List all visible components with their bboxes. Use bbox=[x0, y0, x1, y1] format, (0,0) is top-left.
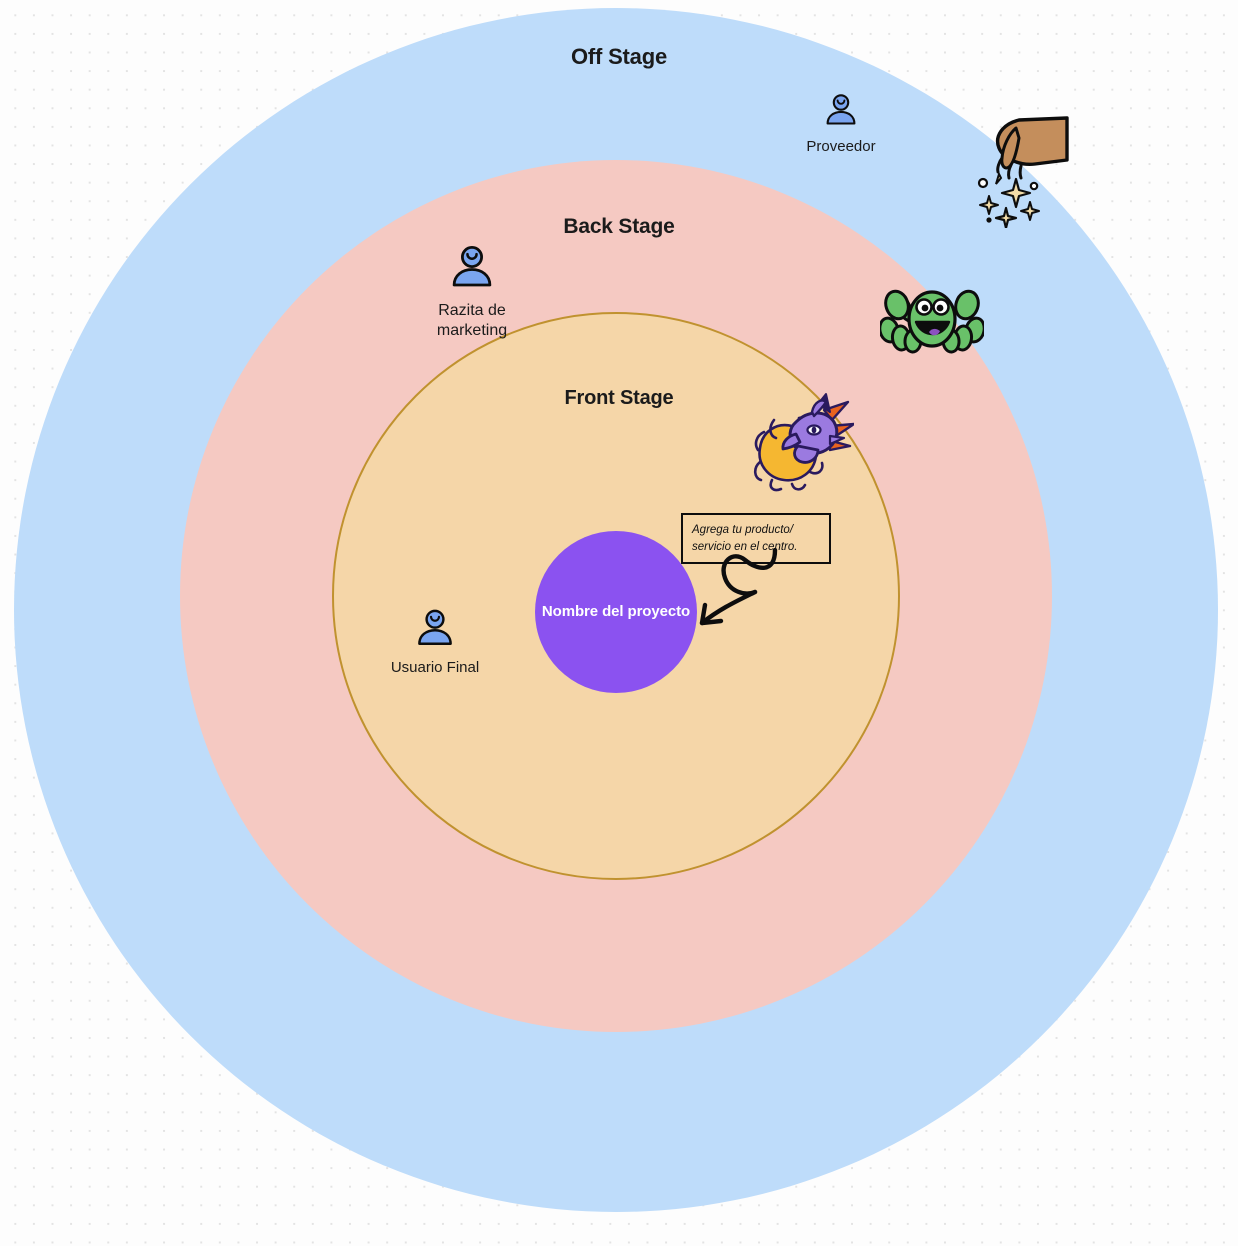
core-project-circle[interactable]: Nombre del proyecto bbox=[535, 531, 697, 693]
green-monster-icon bbox=[878, 283, 986, 372]
curly-arrow-icon bbox=[683, 547, 793, 643]
persona-label: Usuario Final bbox=[390, 659, 480, 676]
dragon-fire-icon bbox=[752, 392, 856, 497]
persona-razita-de-marketing[interactable]: Razita de marketing bbox=[397, 243, 547, 341]
person-icon bbox=[823, 92, 859, 133]
note-callout[interactable]: Agrega tu producto/ servicio en el centr… bbox=[681, 513, 831, 565]
persona-usuario-final[interactable]: Usuario Final bbox=[360, 607, 510, 678]
core-project-label: Nombre del proyecto bbox=[541, 602, 691, 620]
persona-proveedor[interactable]: Proveedor bbox=[766, 92, 916, 157]
persona-label: Proveedor bbox=[806, 138, 876, 155]
ring-label-back-stage: Back Stage bbox=[563, 215, 675, 238]
ring-label-off-stage: Off Stage bbox=[571, 44, 667, 69]
persona-label: Razita de marketing bbox=[436, 302, 508, 339]
note-callout-text: Agrega tu producto/ servicio en el centr… bbox=[692, 524, 798, 553]
ring-front-stage[interactable] bbox=[332, 312, 900, 880]
person-icon bbox=[414, 607, 456, 654]
hand-sparkle-icon bbox=[975, 108, 1075, 233]
person-icon bbox=[448, 243, 496, 296]
ring-label-front-stage: Front Stage bbox=[564, 387, 674, 409]
